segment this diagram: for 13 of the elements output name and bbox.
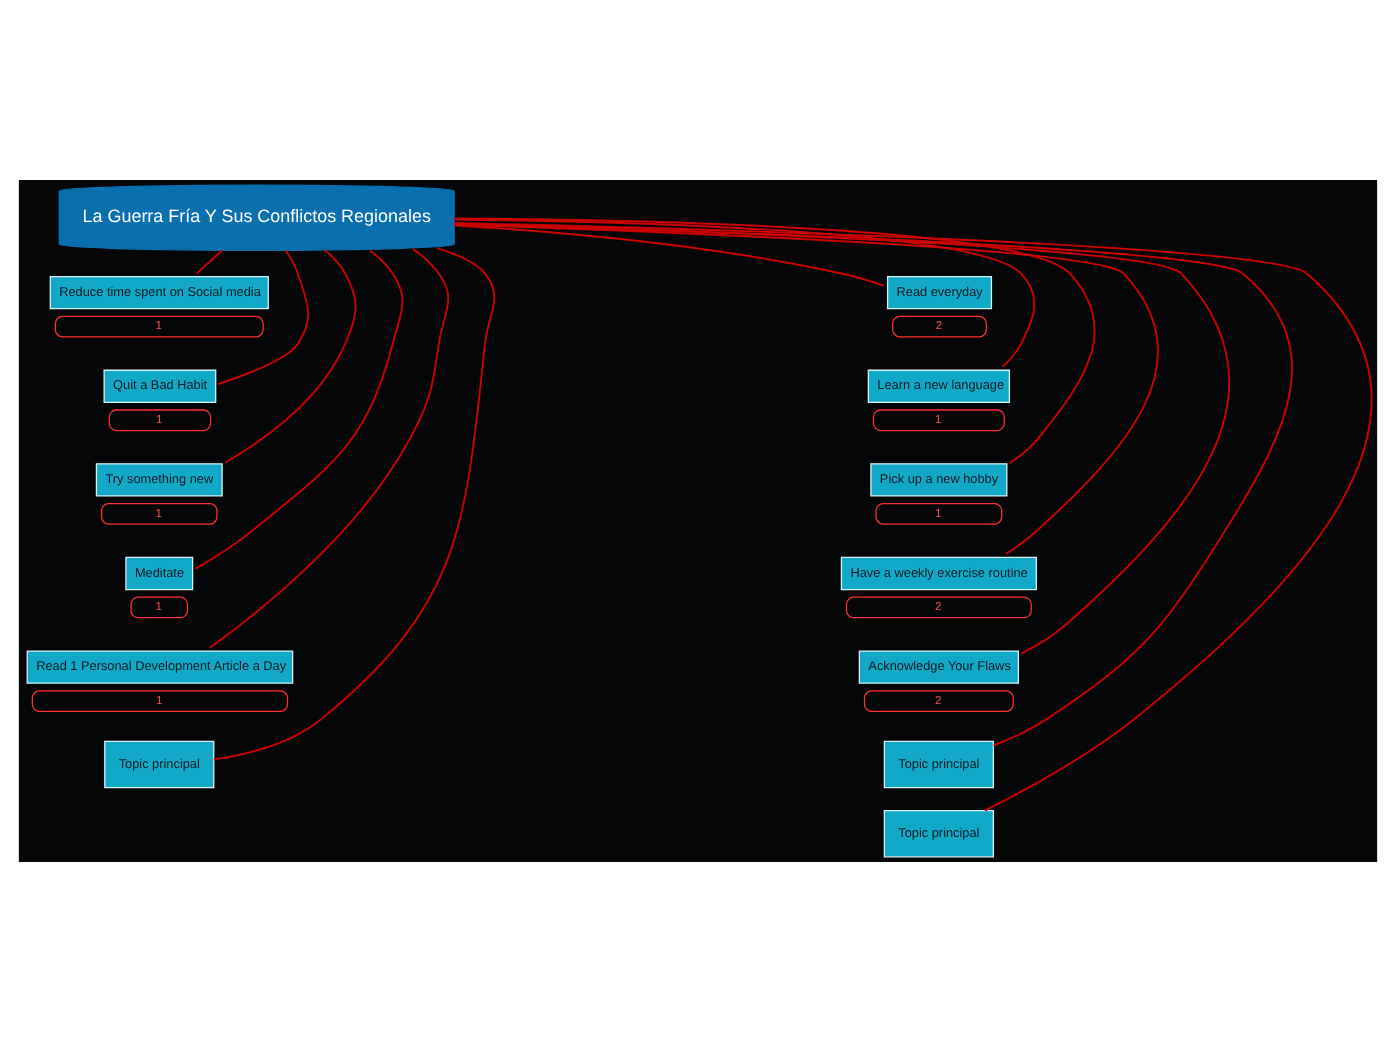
connector bbox=[452, 223, 884, 286]
connector bbox=[194, 248, 223, 274]
connector bbox=[215, 248, 309, 385]
connector bbox=[452, 221, 1371, 811]
connector bbox=[223, 248, 356, 463]
connector bbox=[452, 221, 1292, 746]
connector bbox=[452, 217, 1035, 367]
connector bbox=[452, 216, 1095, 464]
connector bbox=[211, 246, 495, 760]
connector bbox=[207, 247, 449, 648]
connector bbox=[452, 221, 1229, 654]
connector bbox=[452, 222, 1158, 554]
connector bbox=[193, 248, 403, 569]
